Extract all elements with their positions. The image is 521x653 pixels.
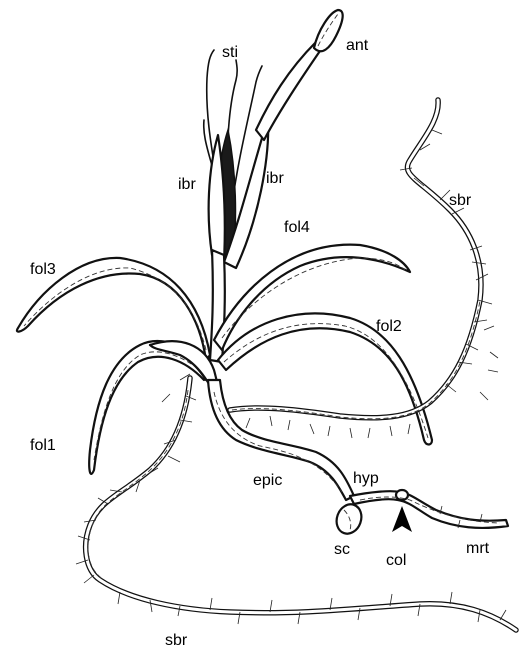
label-sbr-top: sbr — [449, 192, 472, 209]
anther — [256, 10, 343, 140]
label-ibr-right: ibr — [266, 170, 284, 187]
label-col: col — [386, 552, 406, 569]
label-ant: ant — [346, 37, 369, 54]
col-marker-icon — [392, 506, 412, 532]
root-sbr-bottom — [86, 378, 516, 630]
label-fol1: fol1 — [30, 437, 56, 454]
label-fol4: fol4 — [284, 219, 310, 236]
label-sc: sc — [334, 541, 350, 558]
label-fol3: fol3 — [30, 261, 56, 278]
label-ibr-left: ibr — [178, 176, 196, 193]
label-sbr-bottom: sbr — [165, 632, 188, 649]
inflorescence-bracts — [209, 118, 269, 268]
label-sti: sti — [222, 44, 238, 61]
seed-sc — [333, 501, 366, 537]
main-root — [350, 490, 508, 528]
label-hyp: hyp — [353, 470, 379, 487]
label-fol2: fol2 — [376, 318, 402, 335]
label-epic: epic — [253, 472, 282, 489]
label-mrt: mrt — [466, 540, 490, 557]
